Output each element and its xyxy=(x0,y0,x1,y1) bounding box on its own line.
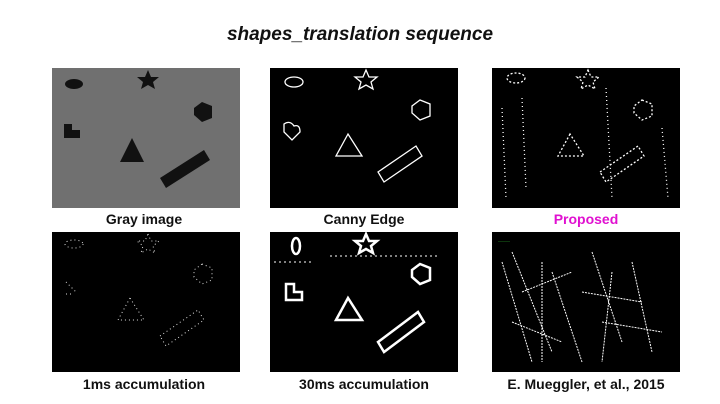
canny-edge-panel xyxy=(270,68,458,208)
caption-canny-edge: Canny Edge xyxy=(323,211,405,227)
1ms-accumulation-panel xyxy=(52,232,240,372)
caption-proposed: Proposed xyxy=(553,211,619,227)
svg-text:———: ——— xyxy=(498,238,510,243)
proposed-panel xyxy=(492,68,680,208)
30ms-accumulation-panel xyxy=(270,232,458,372)
caption-30ms: 30ms accumulation xyxy=(299,376,429,392)
mueggler-panel: ——— xyxy=(492,232,680,372)
slide-title: shapes_translation sequence xyxy=(226,24,494,45)
caption-gray-image: Gray image xyxy=(105,211,183,227)
gray-image-panel xyxy=(52,68,240,208)
caption-1ms: 1ms accumulation xyxy=(82,376,206,392)
caption-mueggler: E. Mueggler, et al., 2015 xyxy=(507,376,665,392)
